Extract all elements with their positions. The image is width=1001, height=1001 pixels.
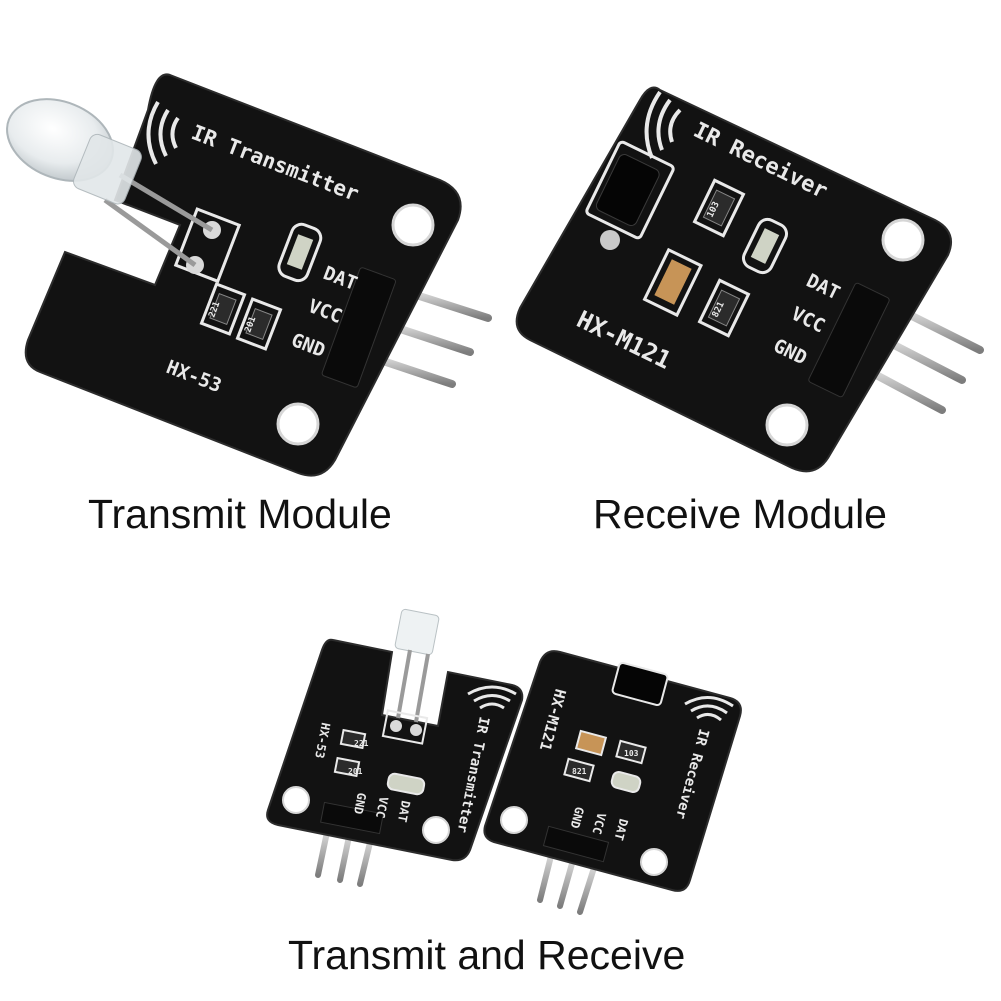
resistor-label: 201	[348, 767, 363, 776]
transmitter-module-small: IR Transmitter 221 201 DAT VCC GND HX-53	[266, 608, 524, 887]
ir-wave-icon	[644, 90, 682, 159]
ir-wave-icon	[467, 685, 517, 710]
receiver-module-small: IR Receiver 103 821 DAT VCC GND HX-M121	[483, 650, 742, 915]
caption-transmit-and-receive: Transmit and Receive	[288, 932, 686, 978]
pin-label-dat: DAT	[395, 799, 413, 823]
ir-wave-icon	[146, 100, 180, 165]
resistor-label: 103	[624, 749, 639, 758]
pin-label-vcc: VCC	[589, 811, 608, 836]
caption-transmit-module: Transmit Module	[88, 491, 392, 537]
pin-label-dat: DAT	[611, 817, 630, 842]
receiver-module: IR Receiver 103 821 DAT VCC GND HX-M121	[515, 86, 984, 473]
caption-receive-module: Receive Module	[593, 491, 887, 537]
ir-receiver-sensor	[585, 140, 675, 250]
pin-label-vcc: VCC	[373, 795, 391, 819]
ir-wave-icon	[684, 696, 734, 722]
transmitter-module: IR Transmitter 221 201 DAT VCC GN	[6, 73, 492, 477]
pin-label-gnd: GND	[567, 805, 586, 830]
ir-led	[6, 98, 142, 205]
resistor-label: 221	[354, 739, 369, 748]
resistor-label: 821	[572, 767, 587, 776]
pin-label-gnd: GND	[351, 791, 369, 815]
transmitter-model-small: HX-53	[312, 721, 333, 759]
